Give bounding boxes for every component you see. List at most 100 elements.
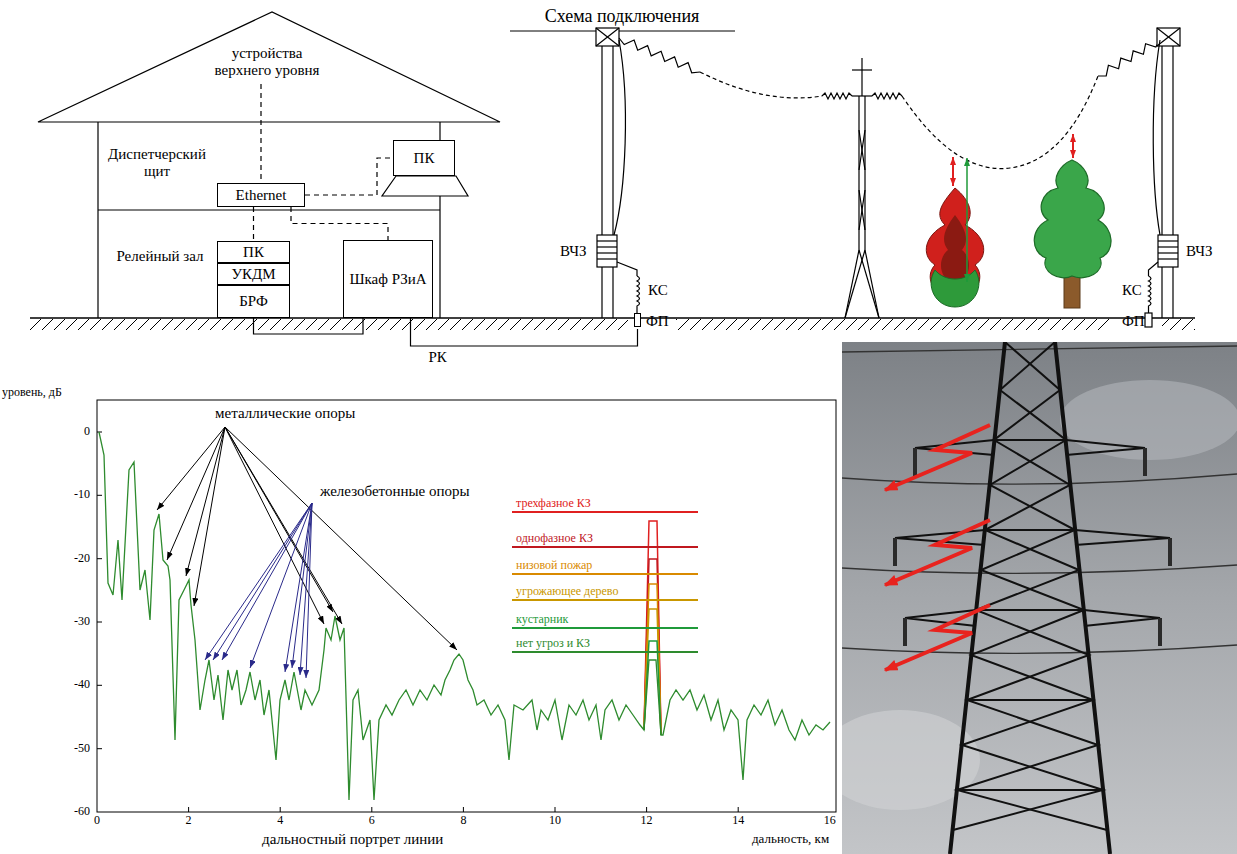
network-link — [260, 84, 261, 183]
legend-swatch — [512, 651, 698, 653]
node-label: ПК — [414, 150, 435, 167]
drawing-part — [865, 250, 879, 318]
node-label: Ethernet — [236, 187, 287, 204]
drawing-part — [1145, 313, 1152, 327]
filter-box — [634, 313, 641, 327]
drawing-part — [1143, 448, 1147, 476]
drawing-part — [306, 503, 312, 678]
drawing-part — [194, 427, 225, 606]
cable-link — [411, 318, 638, 346]
drawing-part — [950, 342, 1110, 854]
drawing-part — [1158, 235, 1178, 267]
drawing-part — [885, 605, 990, 670]
axis-tick-label: -40 — [74, 678, 90, 692]
drawing-part — [98, 209, 440, 210]
drawing-part — [842, 645, 1237, 653]
drawing-part — [225, 427, 457, 650]
chart-caption: дальностный портрет линии — [262, 831, 443, 848]
annotation-label: железобетонные опоры — [320, 483, 470, 500]
node-label: УКДМ — [231, 266, 275, 283]
drawing-part — [1168, 538, 1172, 566]
drawing-part — [597, 240, 617, 241]
drawing-part — [97, 748, 102, 749]
drawing-part — [1161, 46, 1162, 318]
axis-tick-label: 0 — [94, 814, 100, 828]
drawing-part — [280, 807, 281, 812]
drawing-part — [225, 427, 342, 624]
legend-label: угрожающее дерево — [516, 585, 618, 599]
drawing-part — [1060, 380, 1237, 460]
room-label: Диспетчерский щит — [102, 146, 212, 181]
axis-tick-label: 6 — [369, 814, 375, 828]
metal-pole-arrows — [157, 427, 457, 650]
drawing-part — [597, 235, 617, 267]
drawing-part — [38, 12, 500, 122]
drawing-part — [1098, 40, 1160, 76]
ground — [30, 318, 1195, 330]
drawing-part — [596, 28, 619, 46]
axis-tick-label: 0 — [84, 425, 90, 439]
device-box: БРФ — [217, 285, 290, 318]
legend-label: трехфазное КЗ — [516, 497, 591, 511]
drawing-part — [1157, 28, 1180, 46]
drawing-part — [905, 610, 1160, 626]
node-label: ФП — [646, 313, 669, 330]
axis-tick-label: -30 — [74, 615, 90, 629]
drawing-part — [953, 342, 1103, 830]
drawing-part — [97, 400, 836, 812]
axis-tick-label: -10 — [74, 488, 90, 502]
drawing-part — [213, 503, 312, 660]
drawing-part — [382, 176, 468, 196]
drawing-part — [859, 190, 865, 230]
drawing-part — [614, 40, 625, 235]
drawing-part — [1072, 134, 1074, 158]
drawing-part — [885, 425, 990, 670]
chart — [97, 400, 836, 812]
drawing-part — [617, 262, 637, 276]
drawing-part — [1149, 276, 1152, 313]
drawing-part — [852, 95, 872, 96]
axis-title: дальность, км — [752, 832, 829, 847]
drawing-part — [596, 28, 619, 46]
network-link — [291, 207, 388, 240]
drawing-part — [885, 425, 990, 490]
cable-link — [254, 318, 364, 334]
axis-tick-label: -50 — [74, 742, 90, 756]
drawing-part — [646, 807, 647, 812]
drawing-part — [619, 38, 700, 73]
laptop-screen: ПК — [393, 140, 455, 176]
drawing-part — [859, 130, 865, 170]
trees — [926, 134, 1111, 308]
drawing-part — [1172, 46, 1173, 318]
room-label: Релейный зал — [110, 248, 210, 265]
axis-tick-label: 14 — [732, 814, 744, 828]
drawing-part — [596, 28, 619, 46]
drawing-part — [822, 93, 852, 99]
drawing-part — [97, 495, 102, 496]
network-box: Ethernet — [217, 183, 305, 207]
filter-symbol: ФП — [634, 313, 670, 329]
title-underline — [510, 31, 735, 32]
node-label: БРФ — [239, 293, 268, 310]
device-box: УКДМ — [217, 263, 290, 285]
legend-label: низовой пожар — [516, 559, 592, 573]
node-label: ПК — [243, 244, 264, 261]
building — [38, 12, 500, 318]
drawing-part — [842, 346, 1237, 653]
drawing-part — [597, 246, 617, 247]
drawing-part — [637, 276, 640, 313]
drawing-part — [97, 685, 102, 686]
drawing-part — [1158, 240, 1178, 241]
diagram-title: Схема подключения — [545, 6, 700, 27]
drawing-part — [903, 618, 907, 646]
equipment-label: КС — [1122, 282, 1142, 299]
drawing-part — [1034, 160, 1111, 278]
legend-label: нет угроз и КЗ — [516, 637, 590, 651]
equipment-label: КС — [648, 282, 668, 299]
drawing-part — [676, 319, 1110, 330]
drawing-part — [872, 93, 902, 99]
drawing-part — [285, 503, 312, 672]
drawing-part — [30, 319, 628, 330]
